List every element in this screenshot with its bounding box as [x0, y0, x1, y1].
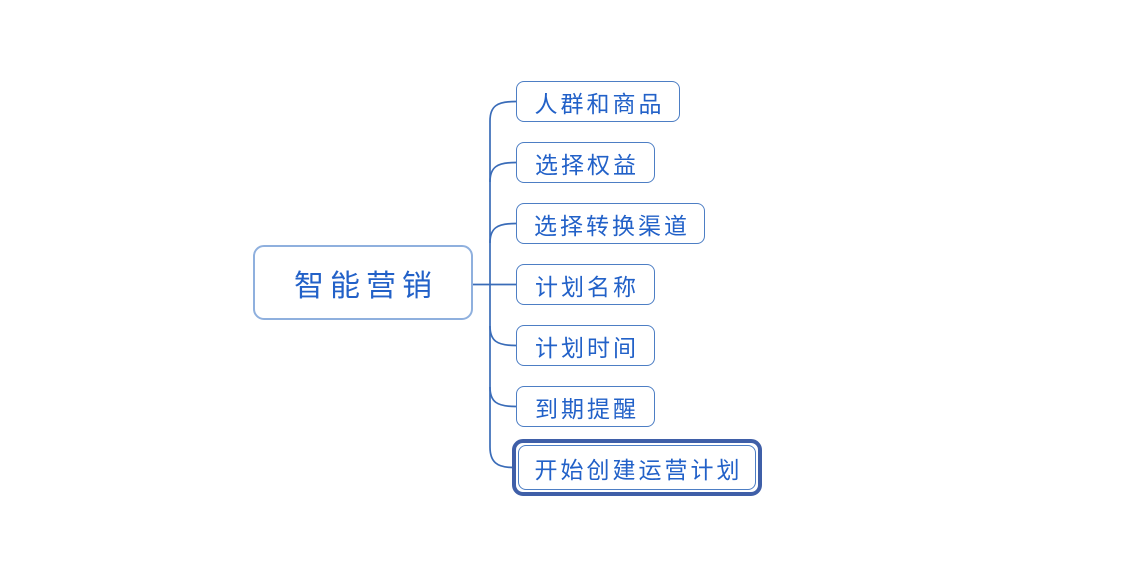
- mindmap-root-node[interactable]: 智能营销: [253, 245, 473, 320]
- mindmap-node-crowd-and-goods[interactable]: 人群和商品: [516, 81, 680, 122]
- mindmap-node-expiry-reminder[interactable]: 到期提醒: [516, 386, 655, 427]
- connector-branch-5: [489, 325, 517, 347]
- mindmap-node-plan-name[interactable]: 计划名称: [516, 264, 655, 305]
- connector-branch-6: [489, 386, 517, 408]
- selected-node-ring: 开始创建运营计划: [512, 439, 762, 496]
- mindmap-node-plan-time[interactable]: 计划时间: [516, 325, 655, 366]
- connector-branch-2: [489, 161, 517, 183]
- connector-branch-1: [489, 100, 517, 122]
- mindmap-node-select-conversion-channel[interactable]: 选择转换渠道: [516, 203, 705, 244]
- mindmap-node-start-create-plan-selected[interactable]: 开始创建运营计划: [518, 445, 756, 490]
- mindmap-node-select-benefits[interactable]: 选择权益: [516, 142, 655, 183]
- root-node-label: 智能营销: [294, 269, 438, 303]
- connector-branch-7: [489, 446, 514, 469]
- connector-branch-3: [489, 222, 517, 244]
